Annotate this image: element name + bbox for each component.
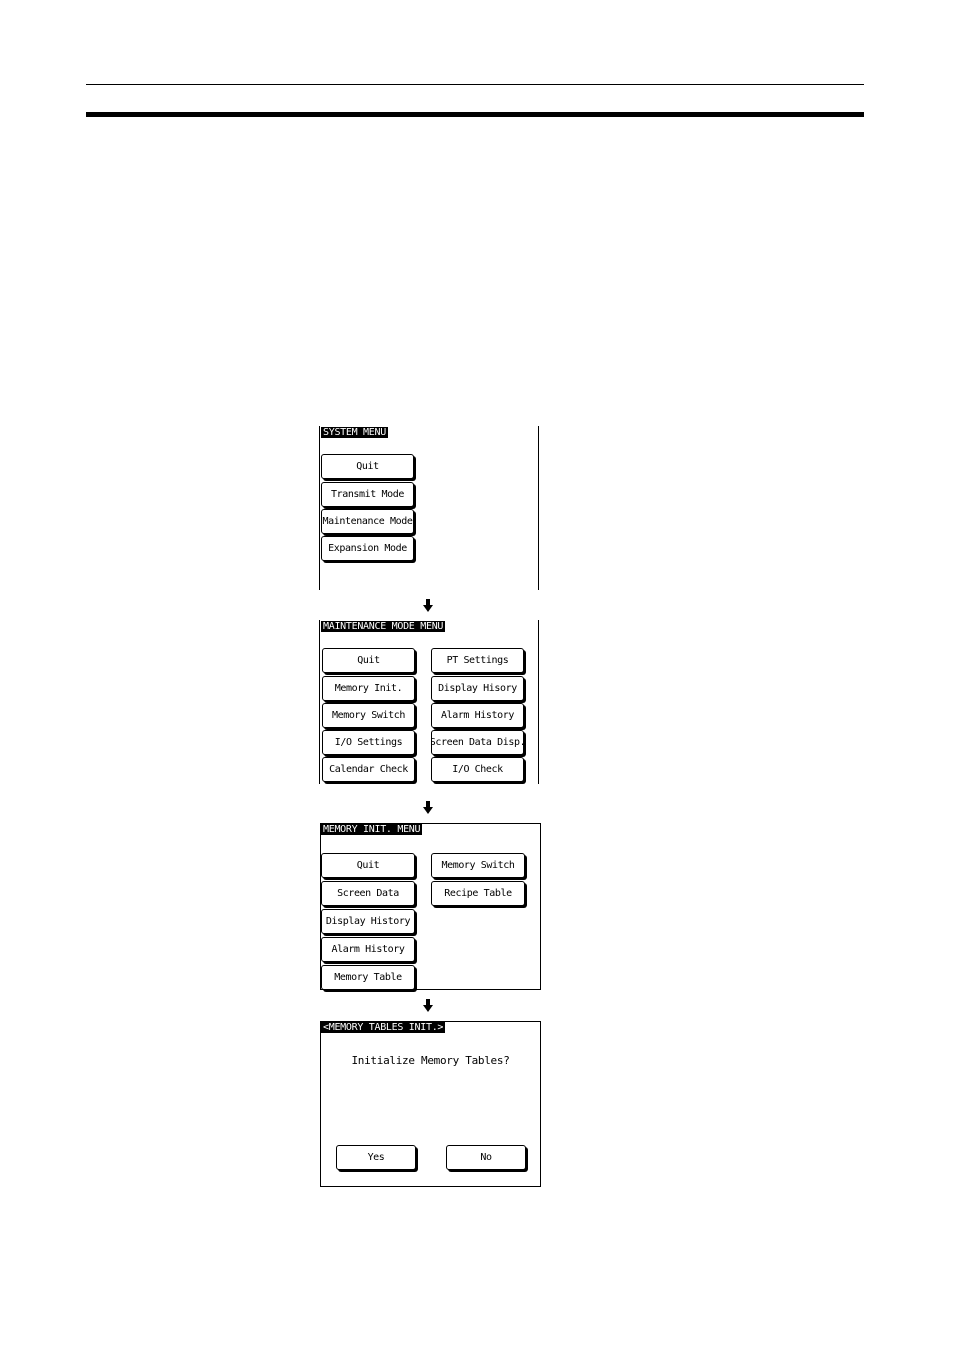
header-rule-thick: [86, 112, 864, 117]
pt-settings-button[interactable]: PT Settings: [431, 648, 524, 673]
no-button[interactable]: No: [446, 1145, 526, 1170]
alarm-history-button[interactable]: Alarm History: [431, 703, 524, 728]
maintenance-mode-button[interactable]: Maintenance Mode: [321, 509, 414, 534]
quit-button[interactable]: Quit: [321, 853, 415, 878]
down-arrow-icon: [423, 999, 433, 1012]
memory-tables-init-title: <MEMORY TABLES INIT.>: [321, 1022, 446, 1033]
display-history-button[interactable]: Display Hisory: [431, 676, 524, 701]
recipe-table-button[interactable]: Recipe Table: [431, 881, 525, 906]
display-history-button[interactable]: Display History: [321, 909, 415, 934]
memory-table-button[interactable]: Memory Table: [321, 965, 415, 990]
confirmation-prompt: Initialize Memory Tables?: [351, 1054, 510, 1067]
transmit-mode-button[interactable]: Transmit Mode: [321, 482, 414, 507]
quit-button[interactable]: Quit: [322, 648, 415, 673]
memory-init-menu-title: MEMORY INIT. MENU: [321, 824, 423, 835]
down-arrow-icon: [423, 801, 433, 814]
memory-switch-button[interactable]: Memory Switch: [322, 703, 415, 728]
io-check-button[interactable]: I/O Check: [431, 757, 524, 782]
expansion-mode-button[interactable]: Expansion Mode: [321, 536, 414, 561]
memory-tables-init-screen: <MEMORY TABLES INIT.> Initialize Memory …: [320, 1021, 541, 1187]
yes-button[interactable]: Yes: [336, 1145, 416, 1170]
system-menu-screen: SYSTEM MENU Quit Transmit Mode Maintenan…: [319, 426, 539, 590]
screen-data-disp-button[interactable]: Screen Data Disp.: [431, 730, 524, 755]
alarm-history-button[interactable]: Alarm History: [321, 937, 415, 962]
screen-data-button[interactable]: Screen Data: [321, 881, 415, 906]
memory-init-button[interactable]: Memory Init.: [322, 676, 415, 701]
memory-init-menu-screen: MEMORY INIT. MENU Quit Screen Data Displ…: [320, 823, 541, 990]
header-rule-thin: [86, 84, 864, 85]
io-settings-button[interactable]: I/O Settings: [322, 730, 415, 755]
quit-button[interactable]: Quit: [321, 454, 414, 479]
system-menu-title: SYSTEM MENU: [321, 427, 388, 438]
memory-switch-button[interactable]: Memory Switch: [431, 853, 525, 878]
maintenance-menu-title: MAINTENANCE MODE MENU: [321, 621, 446, 632]
maintenance-mode-menu-screen: MAINTENANCE MODE MENU Quit Memory Init. …: [319, 620, 539, 784]
calendar-check-button[interactable]: Calendar Check: [322, 757, 415, 782]
down-arrow-icon: [423, 599, 433, 612]
